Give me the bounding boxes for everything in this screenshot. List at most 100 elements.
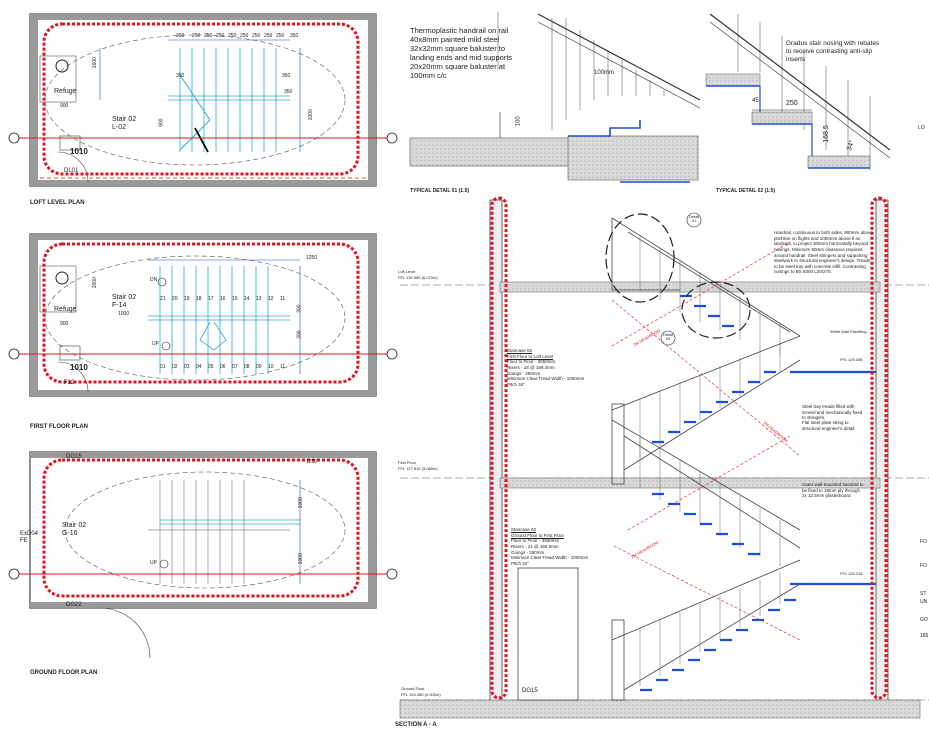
titleblock-row-2: ST [920,591,927,597]
first-refuge-label: Refuge [54,306,77,313]
stair-notes-upper: Staircase 02 First Floor to Loft Level F… [507,348,584,387]
tray-note-2: to stringers. [802,415,826,421]
first-tread-bot-8: 09 [256,364,262,370]
tray-note: Steel tray treads filled with screed and… [802,404,862,421]
handrail-note-5: steelwork to structural engineer's desig… [774,258,871,264]
detail02-notes: Gradus stair nosing with rebates to rece… [786,40,879,63]
detail02-note-2: inserts [786,55,806,63]
first-tread-top-1: 20 [172,296,178,302]
stair-notes-upper-2: Floor to Floor - 3050mm [507,359,556,365]
first-tread-bot-5: 06 [220,364,226,370]
first-tread-bot-2: 03 [184,364,190,370]
detail01-title: TYPICAL DETAIL 01 (1:5) [410,188,470,194]
first-dim-300a: 300 [296,304,303,313]
ground-floor-plan [8,451,398,659]
level-first-name: First Floor [398,460,416,465]
stair-notes-lower-0: Staircase 02 [511,527,537,532]
first-up-label: UP [152,341,159,347]
detail01-dim-100: 100 [515,116,522,127]
ground-stair-label: Stair 02 G-16 [62,522,87,537]
tray-note-0: Steel tray treads filled with [802,404,855,409]
loft-dim-top-8: 250 [276,33,285,39]
first-dim-1000: 1000 [118,311,130,317]
section-door-label: DG15 [522,688,538,694]
ground-exd-label: ExD04 FE [20,531,39,544]
loft-dim-900: 900 [60,103,69,109]
wall-panel-label: White Wall Panelling [830,329,867,334]
titleblock-row-0: FO [920,539,927,545]
loft-dim-top-3: 250 [216,33,225,39]
handrail-note-4: around handrail. Steel stringers and sup… [774,252,868,258]
outer-rail-note-1: be fixed to 18mm ply through [802,487,861,493]
first-dim-1010: 1010 [70,363,88,372]
first-room-code: F12 [64,380,75,386]
loft-dim-top-9: 350 [290,33,299,39]
handrail-note-0: Handrail, continuous to both sides, 900m… [774,230,873,235]
first-tread-bot-3: 04 [196,364,202,370]
loft-dim-1000: 1000 [307,109,314,121]
detail-tag-2: Detail 02 [663,332,674,342]
loft-dim-900v: 900 [158,118,165,127]
ground-dim-1000b: 1000 [297,553,304,565]
level-ground-ffl: FFL 124.380 (0.000m) [401,692,441,697]
loft-dim-1010: 1010 [70,147,88,156]
handrail-note-1: pitchline on flights and 1000mm above fl… [774,235,861,241]
flat-plate-note: Flat steel plate string to structural en… [802,420,854,431]
ffl-right-1: FFL 129.406 [840,357,863,362]
detail01-note-3: landing ends and mid supports [410,53,513,62]
loft-dim-top-0: 350 [176,33,185,39]
titleblock-row-1: FO [920,563,927,569]
handrail-note: Handrail, continuous to both sides, 900m… [774,230,873,275]
first-tread-top-8: 13 [256,296,262,302]
first-tread-bot-4: 05 [208,364,214,370]
detail01-note-5: 100mm c/c [410,71,447,80]
detail01-note-0: Thermoplastic handrail on rail [410,26,509,35]
first-tread-top-4: 17 [208,296,214,302]
level-loft-ffl: FFL 130.960 (6.070m) [398,275,438,280]
ground-plan-title: GROUND FLOOR PLAN [30,670,98,676]
loft-dim-top-1: 250 [192,33,201,39]
loft-dim-350b: 350 [282,73,291,79]
ground-door-bot: DG22 [66,602,82,608]
first-dim-300b: 300 [296,330,303,339]
handrail-note-7: nosings to BS 8300 L20/270. [774,269,832,275]
first-tread-top-5: 16 [220,296,226,302]
loft-dim-top-7: 250 [264,33,273,39]
detail02-dim-45: 45 [752,98,759,104]
detail01-dim-100mm: 100mm [594,70,615,76]
level-loft-name: Loft Level [398,269,416,274]
stair-notes-lower-6: Pitch 34° [511,560,530,566]
detail01-note-2: 32x32mm square baluster to [410,44,506,53]
stair-notes-upper-1: First Floor to Loft Level [507,353,554,359]
loft-dim-1600: 1600 [91,57,98,69]
first-plan-title: FIRST FLOOR PLAN [30,424,88,430]
stair-notes-upper-3: Risers - 18 @ 169.4mm [507,364,555,370]
first-tread-bot-1: 02 [172,364,178,370]
ffl-right-2: FFL 126.216 [840,571,863,576]
stair-notes-lower-1: Ground Floor to First Floor [511,532,565,538]
detail02-note-1: to receive contrasting anti-slip [786,47,872,55]
first-tread-top-10: 11 [280,296,286,302]
outer-rail-note-0: Outer wall-mounted handrail to [802,482,864,487]
stair-notes-lower-3: Risers - 21 @ 169.5mm [511,543,559,549]
stair-notes-lower: Staircase 02 Ground Floor to First Floor… [511,527,588,566]
first-tread-bot-7: 08 [244,364,250,370]
first-tread-top-9: 12 [268,296,274,302]
section-a-a [399,196,929,719]
loft-dim-top-4: 250 [228,33,237,39]
titleblock-row-3: UN [920,599,928,605]
detail02-dim-1685: 168.5 [822,125,830,143]
detail01-notes: Thermoplastic handrail on rail 40x8mm pa… [410,26,512,80]
first-dn-label: DN [150,277,158,283]
titleblock-row-5: 165 [920,633,929,639]
loft-plan-title: LOFT LEVEL PLAN [30,200,85,206]
first-tread-bot-0: 01 [160,364,166,370]
loft-stair-label: Stair 02 L-02 [112,116,137,131]
outer-rail-note: Outer wall-mounted handrail to be fixed … [802,482,864,499]
detail02-note-0: Gradus stair nosing with rebates [786,40,880,47]
first-tread-bot-6: 07 [232,364,238,370]
first-dim-1600: 1600 [91,277,98,289]
section-title: SECTION A - A [395,722,437,728]
ground-up-label: UP [150,560,157,566]
